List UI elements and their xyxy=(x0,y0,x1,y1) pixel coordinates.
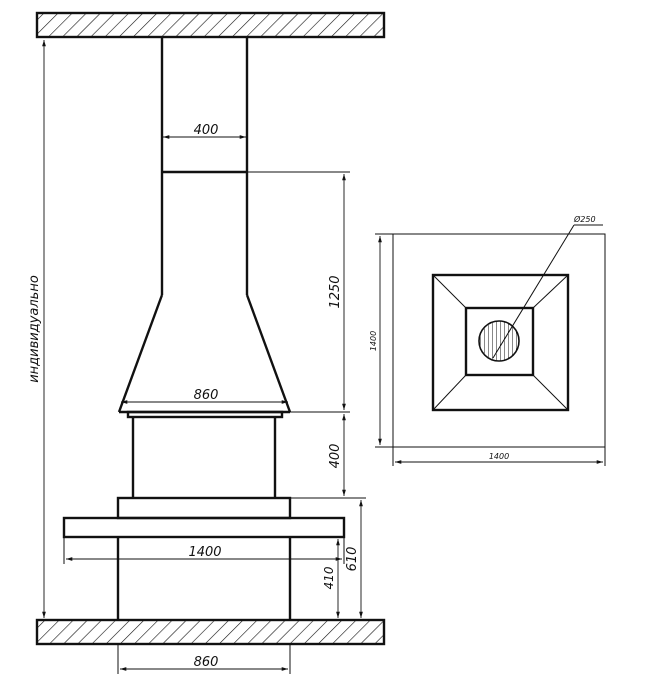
plan-side-dimension: 1400 xyxy=(369,233,393,448)
hood-height-label: 1250 xyxy=(328,275,343,308)
fireplace-base xyxy=(62,496,346,620)
total-base-height-dimension: 610 xyxy=(290,497,366,618)
base-height-label: 410 xyxy=(322,566,336,589)
plan-view: Ø250 xyxy=(392,214,606,448)
foot-width-dimension: 860 xyxy=(117,644,291,674)
firebox-height-label: 400 xyxy=(328,444,343,469)
floor-slab xyxy=(35,618,386,646)
firebox xyxy=(126,410,284,498)
firebox-height-dimension: 400 xyxy=(290,414,350,499)
base-height-dimension: 410 xyxy=(322,537,345,618)
overall-height-dimension: индивидуально xyxy=(27,40,46,618)
chimney-width-label: 400 xyxy=(194,123,219,138)
total-base-height-label: 610 xyxy=(345,547,360,572)
hood xyxy=(117,172,292,414)
ceiling-slab xyxy=(35,11,386,39)
shelf-width-dimension: 1400 xyxy=(63,537,345,564)
plan-width-label: 1400 xyxy=(489,452,509,461)
flue-opening xyxy=(478,320,520,362)
plan-side-label: 1400 xyxy=(369,331,378,351)
overall-height-label: индивидуально xyxy=(27,275,42,383)
plan-width-dimension: 1400 xyxy=(392,447,606,466)
shelf-width-label: 1400 xyxy=(188,545,221,560)
chimney-pipe xyxy=(160,37,249,174)
hood-width-dimension: 860 xyxy=(121,388,288,404)
hood-height-dimension: 1250 xyxy=(247,171,350,413)
hood-width-label: 860 xyxy=(194,388,219,403)
foot-width-label: 860 xyxy=(194,655,219,670)
flue-diameter-label: Ø250 xyxy=(573,214,596,224)
chimney-width-dimension: 400 xyxy=(163,123,246,139)
